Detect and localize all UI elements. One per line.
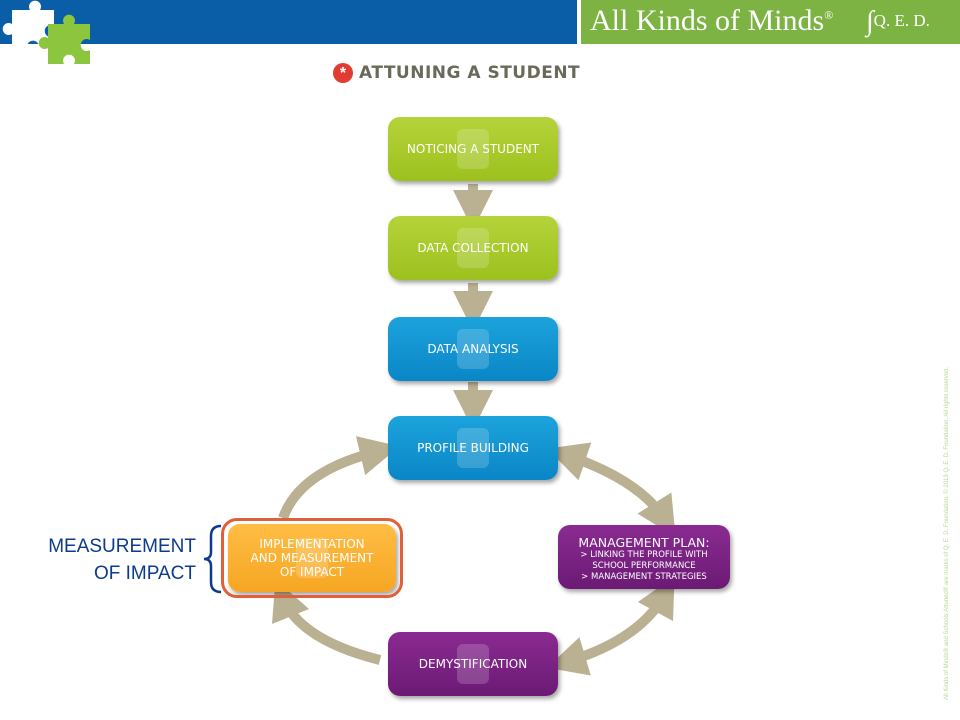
node-label: PROFILE BUILDING bbox=[417, 441, 529, 455]
title-text: ATTUNING A STUDENT bbox=[359, 63, 581, 83]
node-label: IMPLEMENTATION AND MEASUREMENT OF IMPACT bbox=[250, 537, 374, 579]
puzzle-piece-icon bbox=[457, 644, 489, 684]
arrow-profile-to-management bbox=[547, 442, 676, 537]
diagram-title: * ATTUNING A STUDENT bbox=[333, 63, 580, 83]
puzzle-piece-icon bbox=[457, 428, 489, 468]
management-sub-2: SCHOOL PERFORMANCE bbox=[592, 561, 696, 571]
node-label: DATA ANALYSIS bbox=[427, 342, 519, 356]
node-management-plan: MANAGEMENT PLAN: > LINKING THE PROFILE W… bbox=[558, 525, 730, 589]
header-bar-blue bbox=[0, 0, 577, 44]
arrow-implementation-to-profile bbox=[278, 436, 400, 520]
brace-icon bbox=[203, 524, 222, 594]
callout-line-2: OF IMPACT bbox=[93, 563, 196, 584]
copyright-text: All Kinds of Minds® and Schools Attuned®… bbox=[944, 366, 950, 700]
node-label: DATA COLLECTION bbox=[417, 241, 529, 255]
arrow-management-to-demystification bbox=[546, 576, 675, 676]
node-implementation: IMPLEMENTATION AND MEASUREMENT OF IMPACT bbox=[228, 524, 396, 592]
header-bar-green bbox=[581, 0, 960, 44]
highlight-outline bbox=[221, 518, 403, 598]
callout-label: MEASUREMENT OF IMPACT bbox=[48, 533, 196, 587]
node-data-collection: DATA COLLECTION bbox=[388, 216, 558, 280]
asterisk-icon: * bbox=[333, 63, 353, 83]
puzzle-piece-icon bbox=[296, 538, 328, 578]
node-label: NOTICING A STUDENT bbox=[406, 142, 540, 156]
puzzle-piece-icon bbox=[457, 129, 489, 169]
puzzle-piece-icon bbox=[457, 329, 489, 369]
node-noticing-a-student: NOTICING A STUDENT bbox=[388, 117, 558, 181]
management-sub-1: > LINKING THE PROFILE WITH bbox=[580, 550, 708, 560]
node-demystification: DEMYSTIFICATION bbox=[388, 632, 558, 696]
arrow-demystification-to-implementation bbox=[271, 579, 382, 665]
management-sub-3: > MANAGEMENT STRATEGIES bbox=[581, 572, 707, 582]
node-profile-building: PROFILE BUILDING bbox=[388, 416, 558, 480]
node-label: DEMYSTIFICATION bbox=[418, 657, 528, 671]
partner-logo: ∫Q. E. D. bbox=[866, 6, 930, 37]
puzzle-piece-icon bbox=[457, 228, 489, 268]
node-data-analysis: DATA ANALYSIS bbox=[388, 317, 558, 381]
puzzle-pieces-icon bbox=[2, 0, 90, 64]
swirl-icon: ∫ bbox=[866, 6, 874, 37]
brand-name: All Kinds of Minds® bbox=[590, 4, 834, 37]
callout-line-1: MEASUREMENT bbox=[48, 536, 196, 557]
management-title: MANAGEMENT PLAN: bbox=[578, 535, 710, 550]
